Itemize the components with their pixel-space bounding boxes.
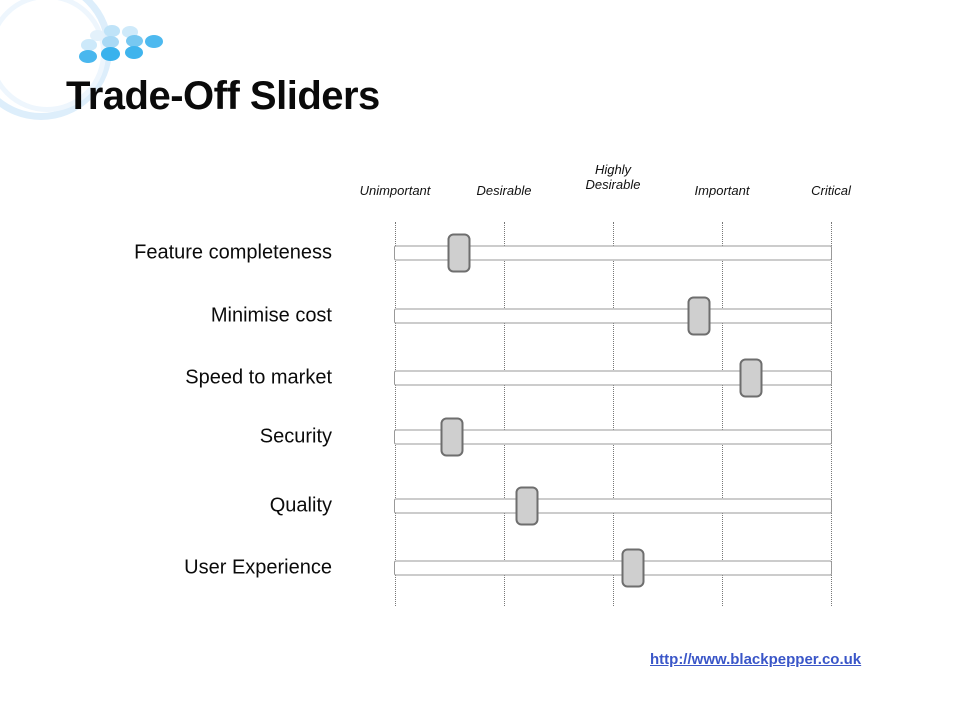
slider-label-4: Quality xyxy=(269,494,332,517)
gridline-4 xyxy=(831,222,832,606)
scale-header-4: Critical xyxy=(811,183,851,198)
slider-handle-2[interactable] xyxy=(739,358,763,398)
slider-track-1[interactable] xyxy=(394,308,832,324)
scale-header-2: Highly Desirable xyxy=(585,162,641,192)
slider-label-1: Minimise cost xyxy=(210,304,332,327)
scale-header-1: Desirable xyxy=(476,183,532,198)
footer-website-link[interactable]: http://www.blackpepper.co.uk xyxy=(650,651,862,668)
scale-header-0: Unimportant xyxy=(359,183,431,198)
slider-track-4[interactable] xyxy=(394,498,832,514)
slider-track-3[interactable] xyxy=(394,429,832,445)
slider-label-0: Feature completeness xyxy=(134,241,332,264)
slider-handle-1[interactable] xyxy=(687,296,711,336)
slider-label-2: Speed to market xyxy=(185,366,332,389)
gridline-3 xyxy=(722,222,723,606)
slider-handle-3[interactable] xyxy=(440,417,464,457)
slider-handle-4[interactable] xyxy=(515,486,539,526)
slider-handle-5[interactable] xyxy=(621,548,645,588)
slider-handle-0[interactable] xyxy=(447,233,471,273)
slider-track-0[interactable] xyxy=(394,245,832,261)
slider-label-5: User Experience xyxy=(184,556,332,579)
slider-label-3: Security xyxy=(259,425,332,448)
gridline-0 xyxy=(395,222,396,606)
scale-header-3: Important xyxy=(694,183,750,198)
gridline-1 xyxy=(504,222,505,606)
gridline-2 xyxy=(613,222,614,606)
slider-track-2[interactable] xyxy=(394,370,832,386)
page-title: Trade-Off Sliders xyxy=(66,74,380,118)
slider-track-5[interactable] xyxy=(394,560,832,576)
